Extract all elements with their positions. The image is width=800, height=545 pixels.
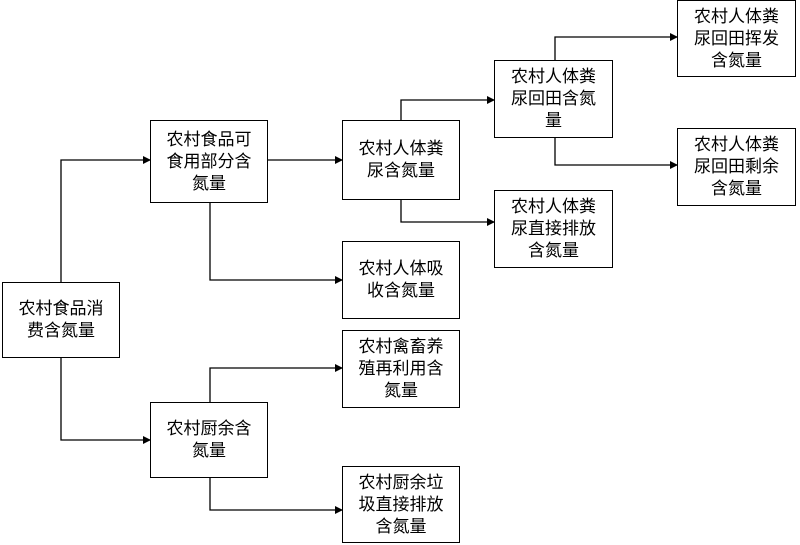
edge-kitchen-to-discharge [209,478,343,514]
edge-kitchen-to-livestock [209,364,343,402]
node-body-absorb: 农村人体吸 收含氮量 [342,241,460,319]
node-excreta: 农村人体粪 尿含氮量 [342,120,460,200]
node-kitchen-waste: 农村厨余含 氮量 [150,402,268,478]
node-edible-part: 农村食品可 食用部分含 氮量 [150,120,268,203]
node-waste-discharge: 农村厨余垃 圾直接排放 含氮量 [342,466,460,543]
edge-field-to-residual [554,138,678,169]
node-field-volatile: 农村人体粪 尿回田挥发 含氮量 [677,0,796,77]
node-excreta-discharge: 农村人体粪 尿直接排放 含氮量 [494,190,613,268]
edge-excreta-to-field [400,96,495,120]
edge-consumption-to-edible [60,156,151,282]
node-field-residual: 农村人体粪 尿回田剩余 含氮量 [677,128,796,206]
edge-consumption-to-kitchen [60,358,151,444]
edge-excreta-to-discharge [400,200,495,226]
edge-field-to-volatile [554,33,678,60]
edge-edible-to-absorb [209,203,343,284]
node-food-consumption: 农村食品消 费含氮量 [2,282,120,358]
node-excreta-field: 农村人体粪 尿回田含氮 量 [494,60,613,138]
node-livestock-reuse: 农村禽畜养 殖再利用含 氮量 [342,330,460,408]
